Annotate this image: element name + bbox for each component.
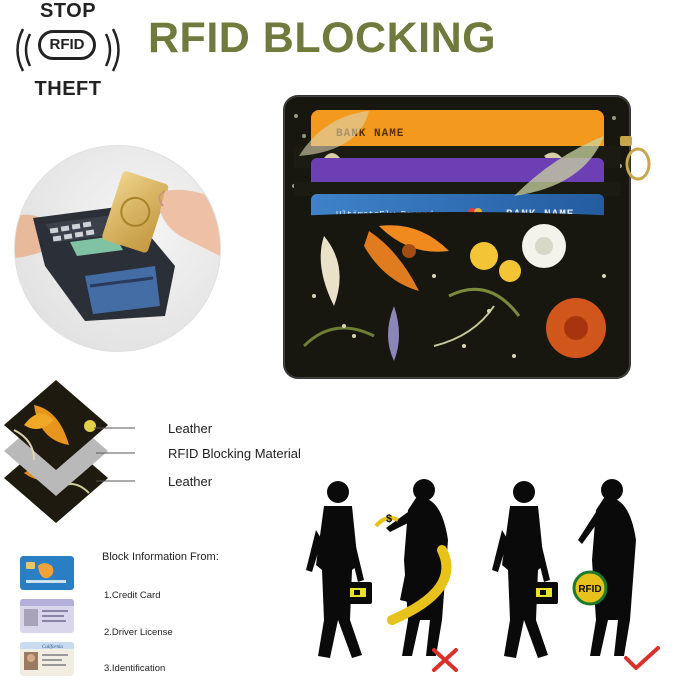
floral-card-wallet: BANK NAME UltimateFly Reward BANK NAME: [284, 96, 630, 378]
svg-text:$: $: [386, 513, 392, 525]
wallet-illustration: BANK NAME UltimateFly Reward BANK NAME: [284, 96, 630, 378]
key-ring-icon: [620, 136, 651, 181]
badge-theft-text: THEFT: [34, 78, 102, 100]
material-layers-diagram: [0, 378, 140, 528]
badge-stop-text: STOP: [39, 0, 97, 22]
credit-card-thumbnail: [20, 556, 74, 590]
credit-card-icon: [20, 556, 74, 590]
cross-icon: [432, 648, 458, 672]
id-card-icon: California: [20, 642, 74, 676]
layers-illustration: [4, 380, 135, 523]
layer-label-leather-top: Leather: [168, 421, 213, 436]
layer-label-rfid-material: RFID Blocking Material: [168, 446, 301, 461]
pos-terminal-illustration: [15, 171, 220, 321]
thief-silhouette-right: [578, 479, 636, 656]
rfid-shield-label: RFID: [578, 584, 601, 595]
rfid-shield-icon: [572, 570, 608, 606]
thief-silhouette-left: [386, 479, 448, 656]
rfid-theft-scene: $ RFID: [306, 479, 660, 672]
stop-rfid-theft-badge: STOP RFID THEFT: [8, 0, 128, 100]
id-card-thumbnail: California: [20, 642, 74, 676]
info-item-credit-card: 1.Credit Card: [104, 590, 161, 601]
page-title: RFID BLOCKING: [148, 14, 497, 62]
block-info-heading: Block Information From:: [102, 551, 219, 563]
signal-arc-left: [387, 545, 452, 625]
driver-license-thumbnail: [20, 599, 74, 633]
info-item-driver-license: 2.Driver License: [104, 627, 173, 638]
badge-rfid-text: RFID: [38, 30, 96, 60]
pos-terminal-photo: [14, 145, 221, 352]
layer-label-leather-bottom: Leather: [168, 474, 213, 489]
id-card-state: California: [42, 645, 63, 650]
signal-waves-icon: [16, 28, 120, 72]
driver-license-icon: [20, 599, 74, 633]
businessman-silhouette-right: [492, 481, 550, 658]
info-item-identification: 3.Identification: [104, 663, 166, 674]
check-icon: [624, 646, 660, 670]
businessman-silhouette-left: [306, 481, 364, 658]
